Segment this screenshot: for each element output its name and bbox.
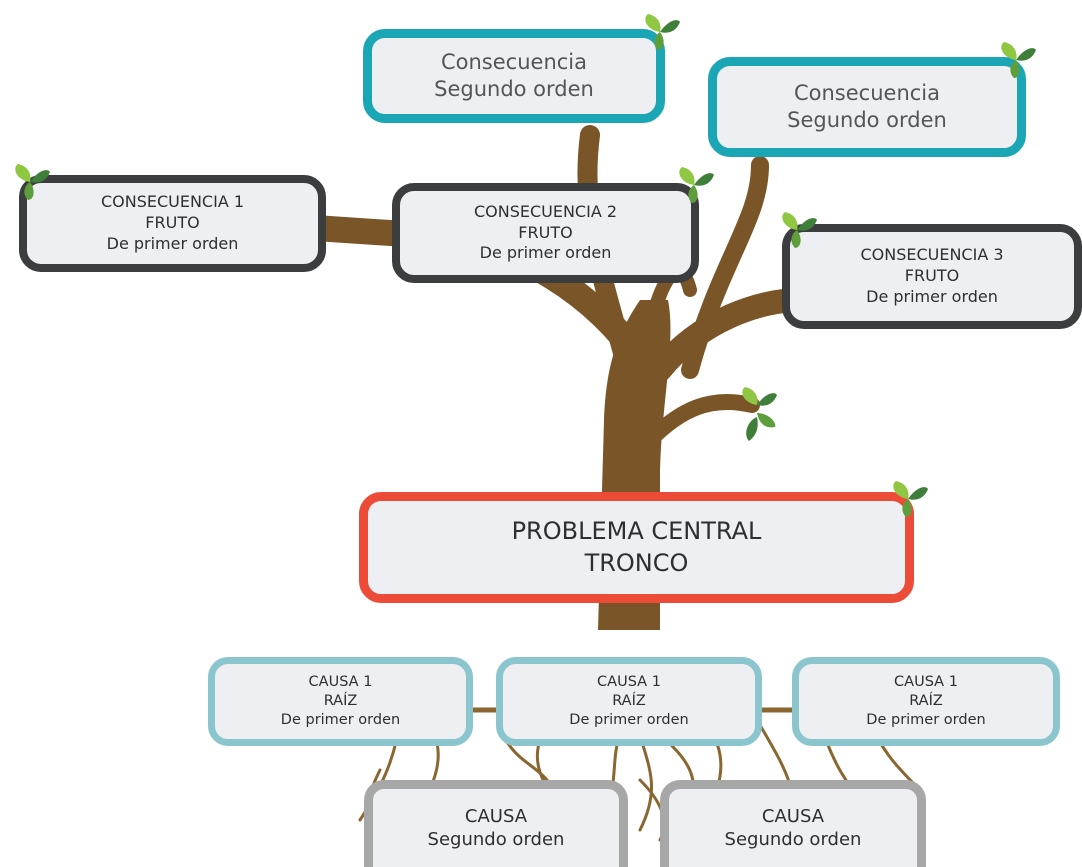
- cause-first-order-3: CAUSA 1 RAÍZ De primer orden: [792, 657, 1060, 746]
- consequence-3-title: CONSECUENCIA 3: [860, 245, 1004, 265]
- consequence-2-title: CONSECUENCIA 2: [473, 201, 618, 221]
- consequence-second-order-1-title: Consecuencia: [440, 49, 587, 74]
- cause-second-order-2: CAUSA Segundo orden: [660, 780, 926, 867]
- cause-3-order: De primer orden: [866, 711, 986, 728]
- consequence-second-order-2-subtitle: Segundo orden: [787, 108, 947, 132]
- cause-first-order-2: CAUSA 1 RAÍZ De primer orden: [496, 657, 762, 746]
- cause-2-order: De primer orden: [569, 711, 689, 728]
- cause-1-type: RAÍZ: [323, 693, 358, 710]
- leaf-icon: [679, 167, 714, 203]
- cause-second-order-1: CAUSA Segundo orden: [364, 780, 628, 867]
- cause-second-order-1-title: CAUSA: [464, 805, 528, 827]
- central-problem-title: PROBLEMA CENTRAL: [511, 517, 762, 546]
- leaf-icon: [893, 481, 928, 517]
- consequence-second-order-1-subtitle: Segundo orden: [434, 77, 594, 101]
- leaf-icon: [15, 164, 50, 200]
- cause-1-order: De primer orden: [280, 711, 401, 728]
- consequence-1-order: De primer orden: [106, 233, 239, 253]
- cause-3-type: RAÍZ: [909, 693, 943, 710]
- consequence-first-order-2: CONSECUENCIA 2 FRUTO De primer orden: [392, 183, 699, 283]
- consequence-3-type: FRUTO: [904, 266, 960, 286]
- cause-2-type: RAÍZ: [612, 693, 646, 710]
- central-problem-subtitle: TRONCO: [584, 548, 689, 577]
- cause-second-order-2-title: CAUSA: [761, 805, 825, 827]
- leaf-icon: [742, 387, 777, 441]
- cause-first-order-1: CAUSA 1 RAÍZ De primer orden: [208, 657, 473, 746]
- consequence-first-order-1: CONSECUENCIA 1 FRUTO De primer orden: [19, 175, 326, 272]
- cause-2-title: CAUSA 1: [597, 674, 661, 691]
- consequence-1-title: CONSECUENCIA 1: [100, 192, 245, 212]
- consequence-second-order-1: Consecuencia Segundo orden: [363, 29, 665, 123]
- cause-3-title: CAUSA 1: [894, 674, 958, 691]
- consequence-1-type: FRUTO: [145, 213, 200, 233]
- cause-second-order-2-subtitle: Segundo orden: [724, 829, 862, 850]
- branches: [257, 125, 812, 448]
- leaf-icon: [1001, 42, 1036, 78]
- consequence-first-order-3: CONSECUENCIA 3 FRUTO De primer orden: [782, 224, 1082, 329]
- leaf-icon: [645, 14, 680, 50]
- cause-second-order-1-subtitle: Segundo orden: [427, 829, 565, 850]
- consequence-2-order: De primer orden: [479, 243, 612, 263]
- leaf-icon: [782, 212, 817, 248]
- consequence-3-order: De primer orden: [866, 286, 998, 306]
- branch-right: [648, 288, 812, 382]
- consequence-second-order-2: Consecuencia Segundo orden: [708, 57, 1026, 157]
- cause-1-title: CAUSA 1: [308, 674, 373, 691]
- central-problem: PROBLEMA CENTRAL TRONCO: [359, 492, 914, 603]
- consequence-second-order-2-title: Consecuencia: [793, 80, 940, 105]
- consequence-2-type: FRUTO: [518, 222, 573, 242]
